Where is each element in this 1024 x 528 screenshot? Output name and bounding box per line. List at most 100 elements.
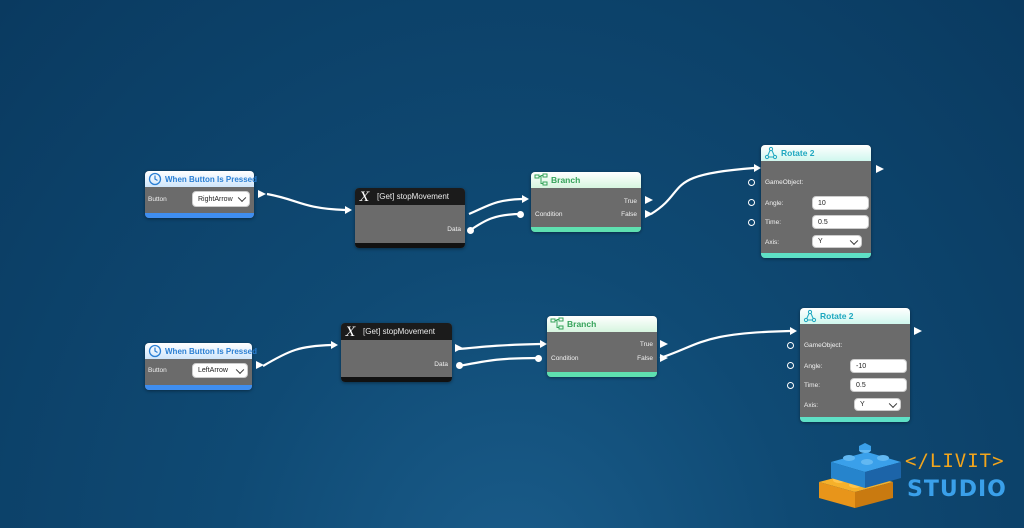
wire-getter-to-branch-2 <box>458 342 541 351</box>
wire-false-to-rotate-1 <box>650 166 755 215</box>
svg-text:X: X <box>345 325 356 338</box>
clock-icon <box>148 344 162 358</box>
rotate-node[interactable]: Rotate 2 GameObject: Angle: -10 Time: 0.… <box>800 308 910 422</box>
wire-data-to-condition-1 <box>468 212 523 232</box>
gameobject-input-pin[interactable] <box>787 342 794 349</box>
branch-false-output-port[interactable] <box>660 354 668 362</box>
livit-studio-logo: </LIVIT> STUDIO <box>815 440 1015 520</box>
button-select-value: LeftArrow <box>198 367 228 374</box>
getter-node-footer <box>341 377 452 382</box>
svg-text:X: X <box>359 190 370 203</box>
branch-node-title: Branch <box>551 175 581 185</box>
angle-value: 10 <box>818 199 826 207</box>
chevron-down-icon <box>235 365 245 374</box>
branch-node[interactable]: Branch True Condition False <box>531 172 641 232</box>
angle-value: -10 <box>856 362 867 370</box>
branch-true-output-port[interactable] <box>660 340 668 348</box>
rotate-node-footer <box>761 253 871 258</box>
branch-node-title: Branch <box>567 319 597 329</box>
branch-icon <box>550 317 564 330</box>
wire-event-to-getter-2 <box>262 343 332 367</box>
wire-false-to-rotate-2 <box>659 329 791 360</box>
axis-label: Axis: <box>804 402 819 409</box>
rotate-node[interactable]: Rotate 2 GameObject: Angle: 10 Time: 0.5… <box>761 145 871 258</box>
event-node-header: When Button Is Pressed <box>145 171 258 187</box>
angle-label: Angle: <box>804 363 823 370</box>
variable-x-icon: X <box>359 190 370 203</box>
lego-bricks-logo-icon <box>819 443 901 508</box>
condition-input-label: Condition <box>535 211 563 218</box>
rotate-icon <box>803 309 817 323</box>
branch-node[interactable]: Branch True Condition False <box>547 316 657 377</box>
button-select[interactable]: RightArrow <box>192 191 250 207</box>
axis-select-value: Y <box>818 238 823 245</box>
event-node-title: When Button Is Pressed <box>165 346 258 356</box>
gameobject-label: GameObject: <box>804 342 843 349</box>
false-output-label: False <box>637 355 653 362</box>
getter-data-output-pin[interactable] <box>467 227 474 234</box>
time-value: 0.5 <box>818 218 828 226</box>
getter-node-title: [Get] stopMovement <box>377 192 450 201</box>
branch-false-output-port[interactable] <box>645 210 653 218</box>
chevron-down-icon <box>888 399 898 408</box>
wire-getter-to-branch-1 <box>468 197 523 216</box>
time-label: Time: <box>765 219 782 226</box>
chevron-down-icon <box>849 236 859 245</box>
angle-input-pin[interactable] <box>787 362 794 369</box>
getter-flow-output-port[interactable] <box>455 344 463 352</box>
event-node-header: When Button Is Pressed <box>145 343 257 359</box>
event-flow-output-port[interactable] <box>256 361 264 369</box>
branch-true-output-port[interactable] <box>645 196 653 204</box>
true-output-label: True <box>639 341 653 348</box>
button-label: Button <box>148 196 167 203</box>
branch-condition-input-pin[interactable] <box>535 355 542 362</box>
chevron-down-icon <box>237 193 247 203</box>
time-input[interactable]: 0.5 <box>812 215 869 229</box>
button-select-value: RightArrow <box>198 195 233 203</box>
rotate-node-title: Rotate 2 <box>820 311 854 321</box>
event-flow-output-port[interactable] <box>258 190 266 198</box>
variable-x-icon: X <box>345 325 356 338</box>
gameobject-input-pin[interactable] <box>748 179 755 186</box>
get-stopmovement-node[interactable]: X [Get] stopMovement Data <box>341 323 452 382</box>
axis-label: Axis: <box>765 239 780 246</box>
clock-icon <box>148 172 162 186</box>
rotate-flow-output-port[interactable] <box>914 327 922 335</box>
wire-data-to-condition-2 <box>458 356 541 368</box>
logo-wordmark-bottom: STUDIO <box>907 477 1007 502</box>
event-node-title: When Button Is Pressed <box>165 174 258 184</box>
time-label: Time: <box>804 382 821 389</box>
event-node-right-arrow[interactable]: When Button Is Pressed Button RightArrow <box>145 171 258 218</box>
true-output-label: True <box>623 198 637 205</box>
branch-node-header: Branch <box>531 172 641 188</box>
branch-condition-input-pin[interactable] <box>517 211 524 218</box>
angle-input[interactable]: 10 <box>812 196 869 210</box>
time-input-pin[interactable] <box>748 219 755 226</box>
data-output-label: Data <box>447 226 461 233</box>
branch-node-footer <box>547 372 657 377</box>
rotate-node-footer <box>800 417 910 422</box>
event-node-footer <box>145 213 254 218</box>
time-input[interactable]: 0.5 <box>850 378 907 392</box>
getter-node-footer <box>355 243 465 248</box>
axis-select[interactable]: Y <box>854 398 901 411</box>
wire-event-to-getter-1 <box>266 192 346 212</box>
angle-label: Angle: <box>765 200 784 207</box>
branch-node-footer <box>531 227 641 232</box>
event-node-footer <box>145 385 252 390</box>
rotate-flow-output-port[interactable] <box>876 165 884 173</box>
button-select[interactable]: LeftArrow <box>192 363 248 378</box>
angle-input-pin[interactable] <box>748 199 755 206</box>
get-stopmovement-node[interactable]: X [Get] stopMovement Data <box>355 188 465 248</box>
logo-wordmark-top: </LIVIT> <box>905 450 1005 472</box>
event-node-left-arrow[interactable]: When Button Is Pressed Button LeftArrow <box>145 343 257 390</box>
rotate-node-title: Rotate 2 <box>781 148 815 158</box>
getter-node-header: X [Get] stopMovement <box>341 323 452 340</box>
axis-select[interactable]: Y <box>812 235 862 248</box>
rotate-node-header: Rotate 2 <box>800 308 910 324</box>
condition-input-label: Condition <box>551 355 579 362</box>
branch-node-header: Branch <box>547 316 657 332</box>
getter-data-output-pin[interactable] <box>456 362 463 369</box>
angle-input[interactable]: -10 <box>850 359 907 373</box>
time-input-pin[interactable] <box>787 382 794 389</box>
